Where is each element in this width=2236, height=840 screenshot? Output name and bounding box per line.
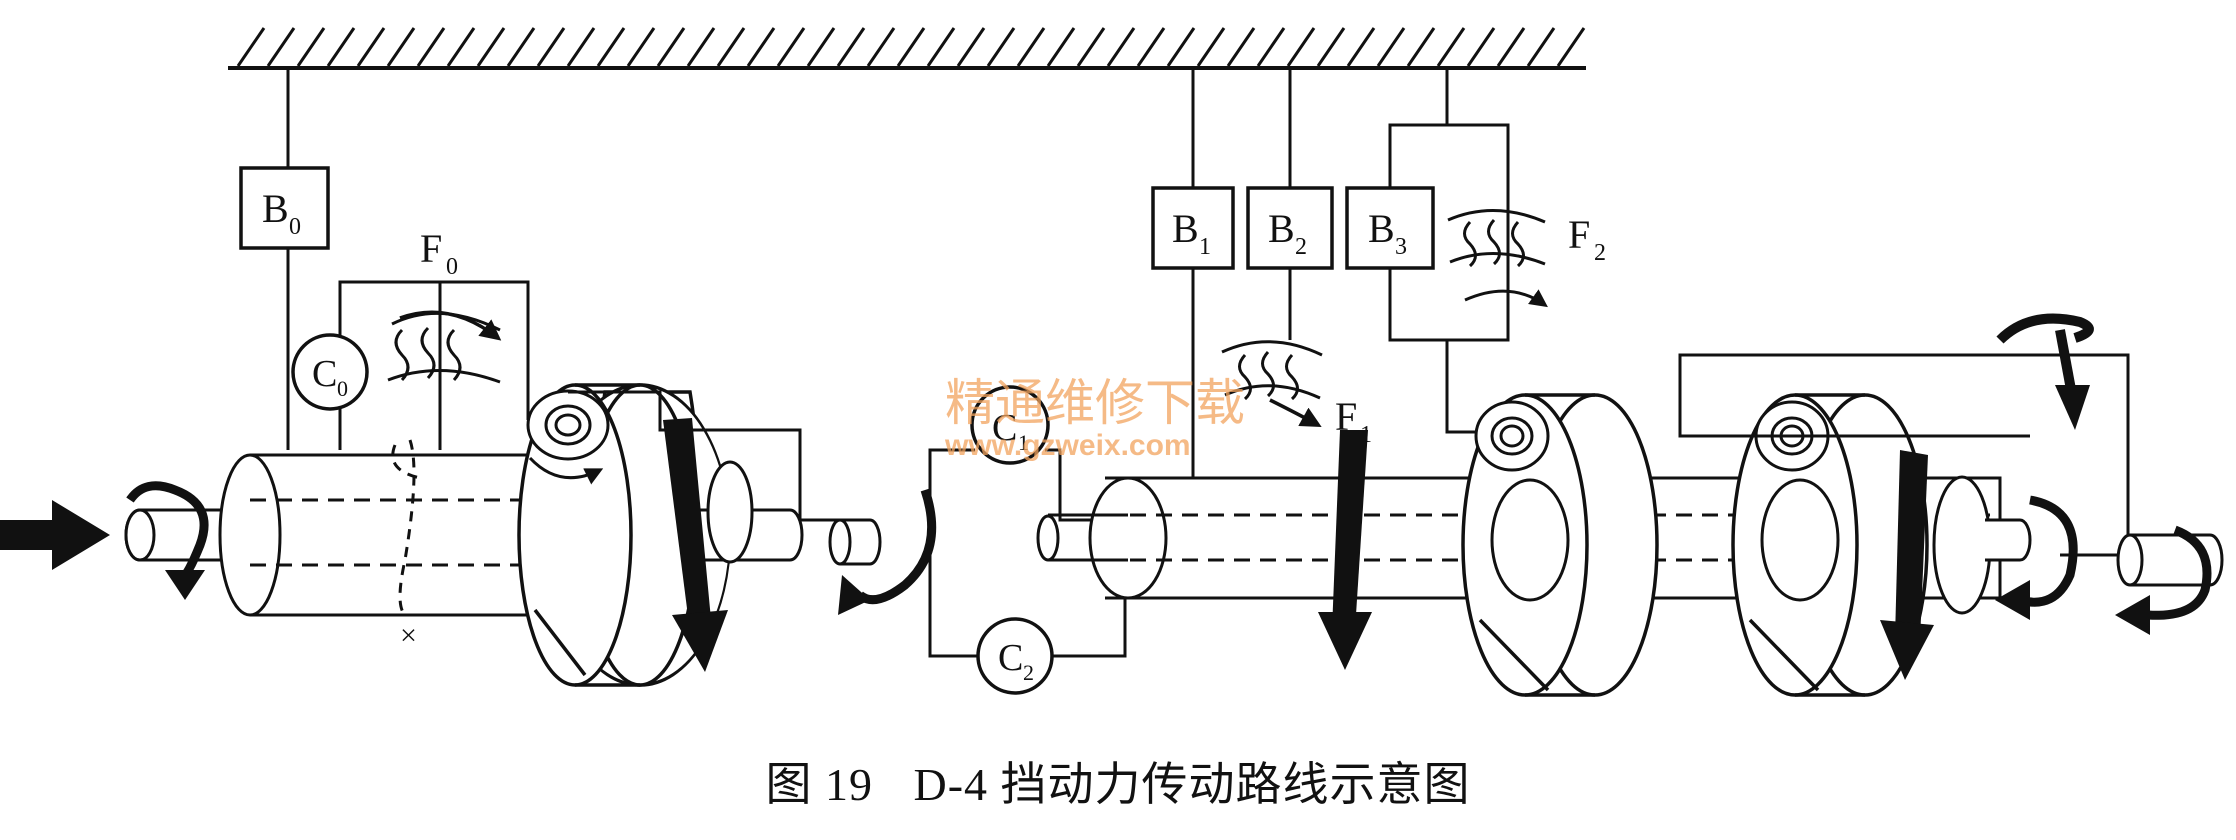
svg-text:C: C	[998, 637, 1023, 679]
brake-b1: B 1	[1151, 186, 1235, 270]
rear-planet-gear-1	[1474, 400, 1550, 472]
one-way-clutch-f2: F 2	[1447, 208, 1606, 308]
output-rotation-arrow	[2115, 525, 2212, 635]
svg-text:1: 1	[1018, 430, 1029, 455]
svg-text:B: B	[262, 186, 289, 231]
cross-mark: ×	[400, 619, 417, 652]
svg-text:B: B	[1368, 206, 1395, 251]
svg-text:C: C	[312, 353, 337, 395]
watermark: 精通维修下载 www.gzweix.com	[944, 374, 1245, 462]
intermediate-shaft	[828, 518, 882, 566]
rear-ring-arrow	[1880, 450, 1934, 680]
svg-text:2: 2	[1295, 234, 1307, 260]
rear-ring-gear-1	[1461, 393, 1659, 697]
svg-text:0: 0	[337, 376, 348, 401]
svg-text:1: 1	[1199, 234, 1211, 260]
front-sun-rotation	[391, 439, 604, 617]
brake-b0: B 0	[239, 166, 330, 250]
svg-text:F: F	[1335, 394, 1357, 439]
svg-text:B: B	[1268, 206, 1295, 251]
rear-ring-gear-2	[1731, 393, 1929, 697]
svg-text:2: 2	[1023, 660, 1034, 685]
front-planet-gear	[526, 389, 610, 461]
clutch-c1: C 1	[970, 385, 1050, 465]
svg-text:2: 2	[1594, 240, 1606, 266]
input-rotation-arrow	[126, 481, 209, 600]
svg-text:精通维修下载: 精通维修下载	[945, 374, 1245, 432]
svg-text:0: 0	[446, 254, 458, 280]
figure-number: 图 19	[765, 759, 873, 810]
input-arrow	[0, 500, 110, 570]
front-output-stub	[700, 460, 804, 564]
rear-shaft-arrow	[1318, 430, 1372, 670]
svg-text:3: 3	[1395, 234, 1407, 260]
svg-text:0: 0	[289, 214, 301, 240]
svg-text:F: F	[1568, 212, 1590, 257]
clutch-links	[928, 448, 1127, 658]
rear-carrier-links	[1678, 353, 2130, 557]
carrier-rotation-arrow	[1996, 313, 2094, 430]
svg-text:F: F	[420, 226, 442, 271]
one-way-clutch-f0: F 0	[338, 226, 530, 450]
front-ring-arrow	[663, 418, 728, 672]
rear-output-hub	[1932, 475, 2032, 615]
housing-ground	[228, 27, 1586, 70]
figure-title: D-4 挡动力传动路线示意图	[913, 759, 1471, 810]
front-carrier-link	[568, 390, 870, 522]
brake-b2: B 2	[1246, 186, 1334, 270]
svg-text:C: C	[992, 407, 1017, 449]
figure-caption: 图 19 D-4 挡动力传动路线示意图	[0, 748, 2236, 814]
brake-b3: B 3	[1345, 186, 1435, 270]
sun-rotation-arrow	[1995, 495, 2078, 620]
housing-links	[286, 68, 1510, 478]
clutch-c2: C 2	[976, 617, 1054, 695]
svg-text:www.gzweix.com: www.gzweix.com	[944, 429, 1191, 462]
input-shaft	[124, 508, 240, 562]
clutch-c0: C 0	[291, 333, 369, 411]
svg-text:B: B	[1172, 206, 1199, 251]
